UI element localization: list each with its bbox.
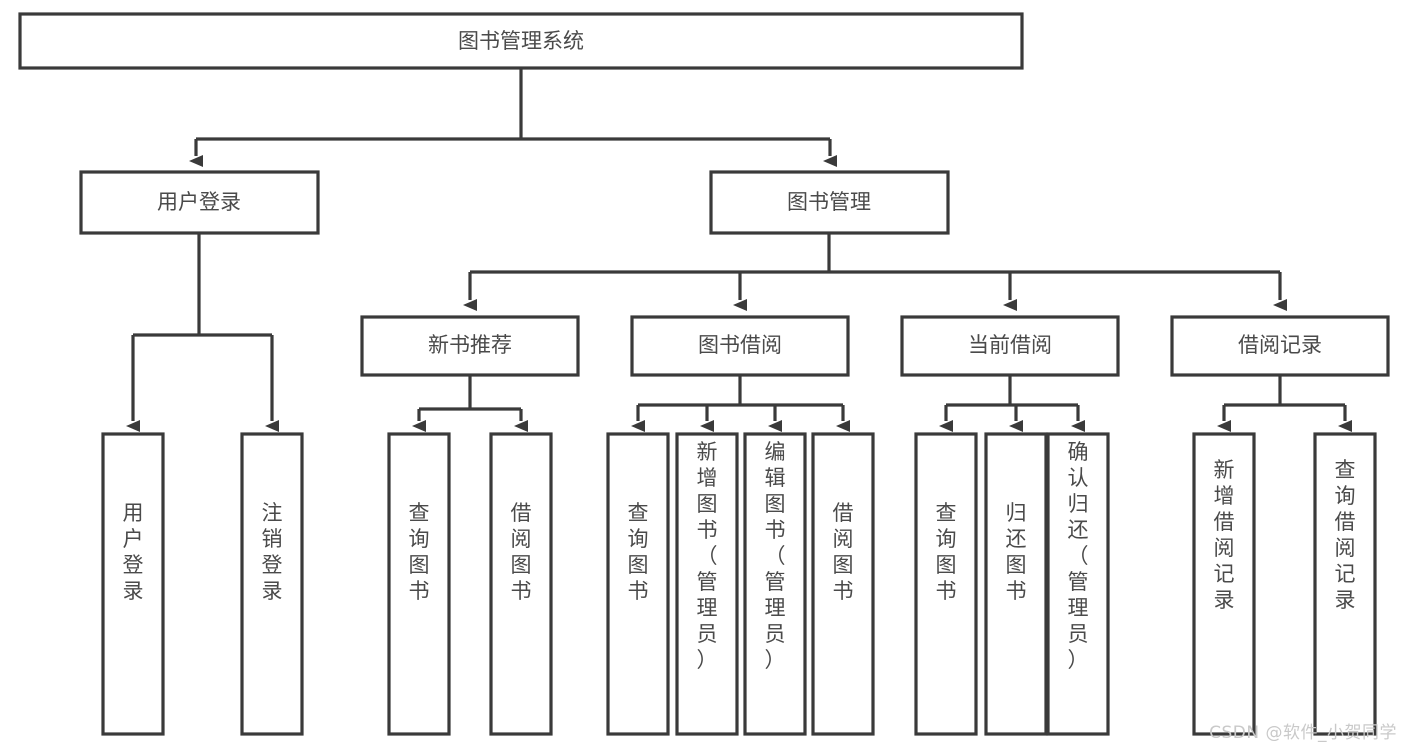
- leaf-confirm-return-admin-label: 确认归还（管理员）: [1068, 440, 1089, 672]
- leaf-query-book-2-box[interactable]: [606, 432, 670, 736]
- leaf-add-borrow-record-label: 新增借阅记录: [1214, 458, 1235, 612]
- node-user-login-box[interactable]: [79, 170, 320, 235]
- node-root-label: 图书管理系统: [458, 29, 584, 53]
- leaf-return-book-label: 归还图书: [1006, 501, 1027, 603]
- leaf-query-book-1-box[interactable]: [387, 432, 451, 736]
- leaf-edit-book-admin-label: 编辑图书（管理员）: [765, 440, 786, 672]
- node-book-management-box[interactable]: [709, 170, 950, 235]
- node-new-book-recommend[interactable]: 新书推荐: [360, 315, 580, 377]
- leaf-add-borrow-record[interactable]: 新增借阅记录: [1192, 432, 1256, 736]
- node-user-login[interactable]: 用户登录: [79, 170, 320, 235]
- node-new-book-recommend-box[interactable]: [360, 315, 580, 377]
- leaf-query-book-3[interactable]: 查询图书: [914, 432, 978, 736]
- leaf-add-book-admin-label: 新增图书（管理员）: [697, 440, 718, 672]
- connector-group-current-borrow: [939, 375, 1085, 432]
- node-new-book-recommend-label: 新书推荐: [428, 333, 512, 357]
- connector-group-borrow-record: [1217, 375, 1352, 432]
- node-user-login-label: 用户登录: [157, 190, 241, 214]
- leaf-query-book-2-label: 查询图书: [628, 501, 649, 603]
- node-book-borrow-label: 图书借阅: [698, 333, 782, 357]
- node-current-borrow[interactable]: 当前借阅: [900, 315, 1120, 377]
- leaf-confirm-return-admin[interactable]: 确认归还（管理员）: [1046, 432, 1110, 736]
- leaf-confirm-return-admin-box[interactable]: [1046, 432, 1110, 736]
- node-current-borrow-label: 当前借阅: [968, 333, 1052, 357]
- connector-group-new-book-recommend: [412, 375, 528, 432]
- leaf-add-book-admin[interactable]: 新增图书（管理员）: [675, 432, 739, 736]
- leaf-query-book-1-label: 查询图书: [409, 501, 430, 603]
- node-borrow-record-label: 借阅记录: [1238, 333, 1322, 357]
- leaf-borrow-book-2-box[interactable]: [811, 432, 875, 736]
- leaf-user-login-label: 用户登录: [123, 501, 144, 603]
- node-book-borrow-box[interactable]: [630, 315, 850, 377]
- node-book-borrow[interactable]: 图书借阅: [630, 315, 850, 377]
- leaf-query-borrow-record-box[interactable]: [1313, 432, 1377, 736]
- leaf-edit-book-admin[interactable]: 编辑图书（管理员）: [743, 432, 807, 736]
- leaf-query-book-1[interactable]: 查询图书: [387, 432, 451, 736]
- node-current-borrow-box[interactable]: [900, 315, 1120, 377]
- connector-group-user-login: [126, 233, 279, 432]
- watermark-label: CSDN @软件_小贺同学: [1209, 723, 1397, 743]
- node-borrow-record-box[interactable]: [1170, 315, 1390, 377]
- leaf-query-book-2[interactable]: 查询图书: [606, 432, 670, 736]
- leaf-borrow-book-1-box[interactable]: [489, 432, 553, 736]
- leaf-query-borrow-record-label: 查询借阅记录: [1335, 458, 1356, 612]
- node-borrow-record[interactable]: 借阅记录: [1170, 315, 1390, 377]
- leaf-logout-login[interactable]: 注销登录: [240, 432, 304, 736]
- leaf-query-book-3-box[interactable]: [914, 432, 978, 736]
- leaf-add-borrow-record-box[interactable]: [1192, 432, 1256, 736]
- leaf-logout-login-box[interactable]: [240, 432, 304, 736]
- connector-group-book-borrow: [631, 375, 850, 432]
- leaf-user-login-box[interactable]: [101, 432, 165, 736]
- node-book-management-label: 图书管理: [787, 190, 871, 214]
- leaf-query-book-3-label: 查询图书: [936, 501, 957, 603]
- connector-group-book-management: [463, 233, 1287, 311]
- leaf-edit-book-admin-box[interactable]: [743, 432, 807, 736]
- leaf-borrow-book-2-label: 借阅图书: [833, 501, 854, 603]
- leaf-query-borrow-record[interactable]: 查询借阅记录: [1313, 432, 1377, 736]
- leaf-borrow-book-1[interactable]: 借阅图书: [489, 432, 553, 736]
- leaf-user-login[interactable]: 用户登录: [101, 432, 165, 736]
- node-root[interactable]: 图书管理系统: [18, 12, 1024, 70]
- leaf-return-book-box[interactable]: [984, 432, 1048, 736]
- leaf-logout-login-label: 注销登录: [262, 501, 283, 603]
- leaf-borrow-book-2[interactable]: 借阅图书: [811, 432, 875, 736]
- leaf-borrow-book-1-label: 借阅图书: [511, 501, 532, 603]
- node-book-management[interactable]: 图书管理: [709, 170, 950, 235]
- leaf-add-book-admin-box[interactable]: [675, 432, 739, 736]
- leaf-return-book[interactable]: 归还图书: [984, 432, 1048, 736]
- connector-group-root: [189, 68, 837, 167]
- node-root-box[interactable]: [18, 12, 1024, 70]
